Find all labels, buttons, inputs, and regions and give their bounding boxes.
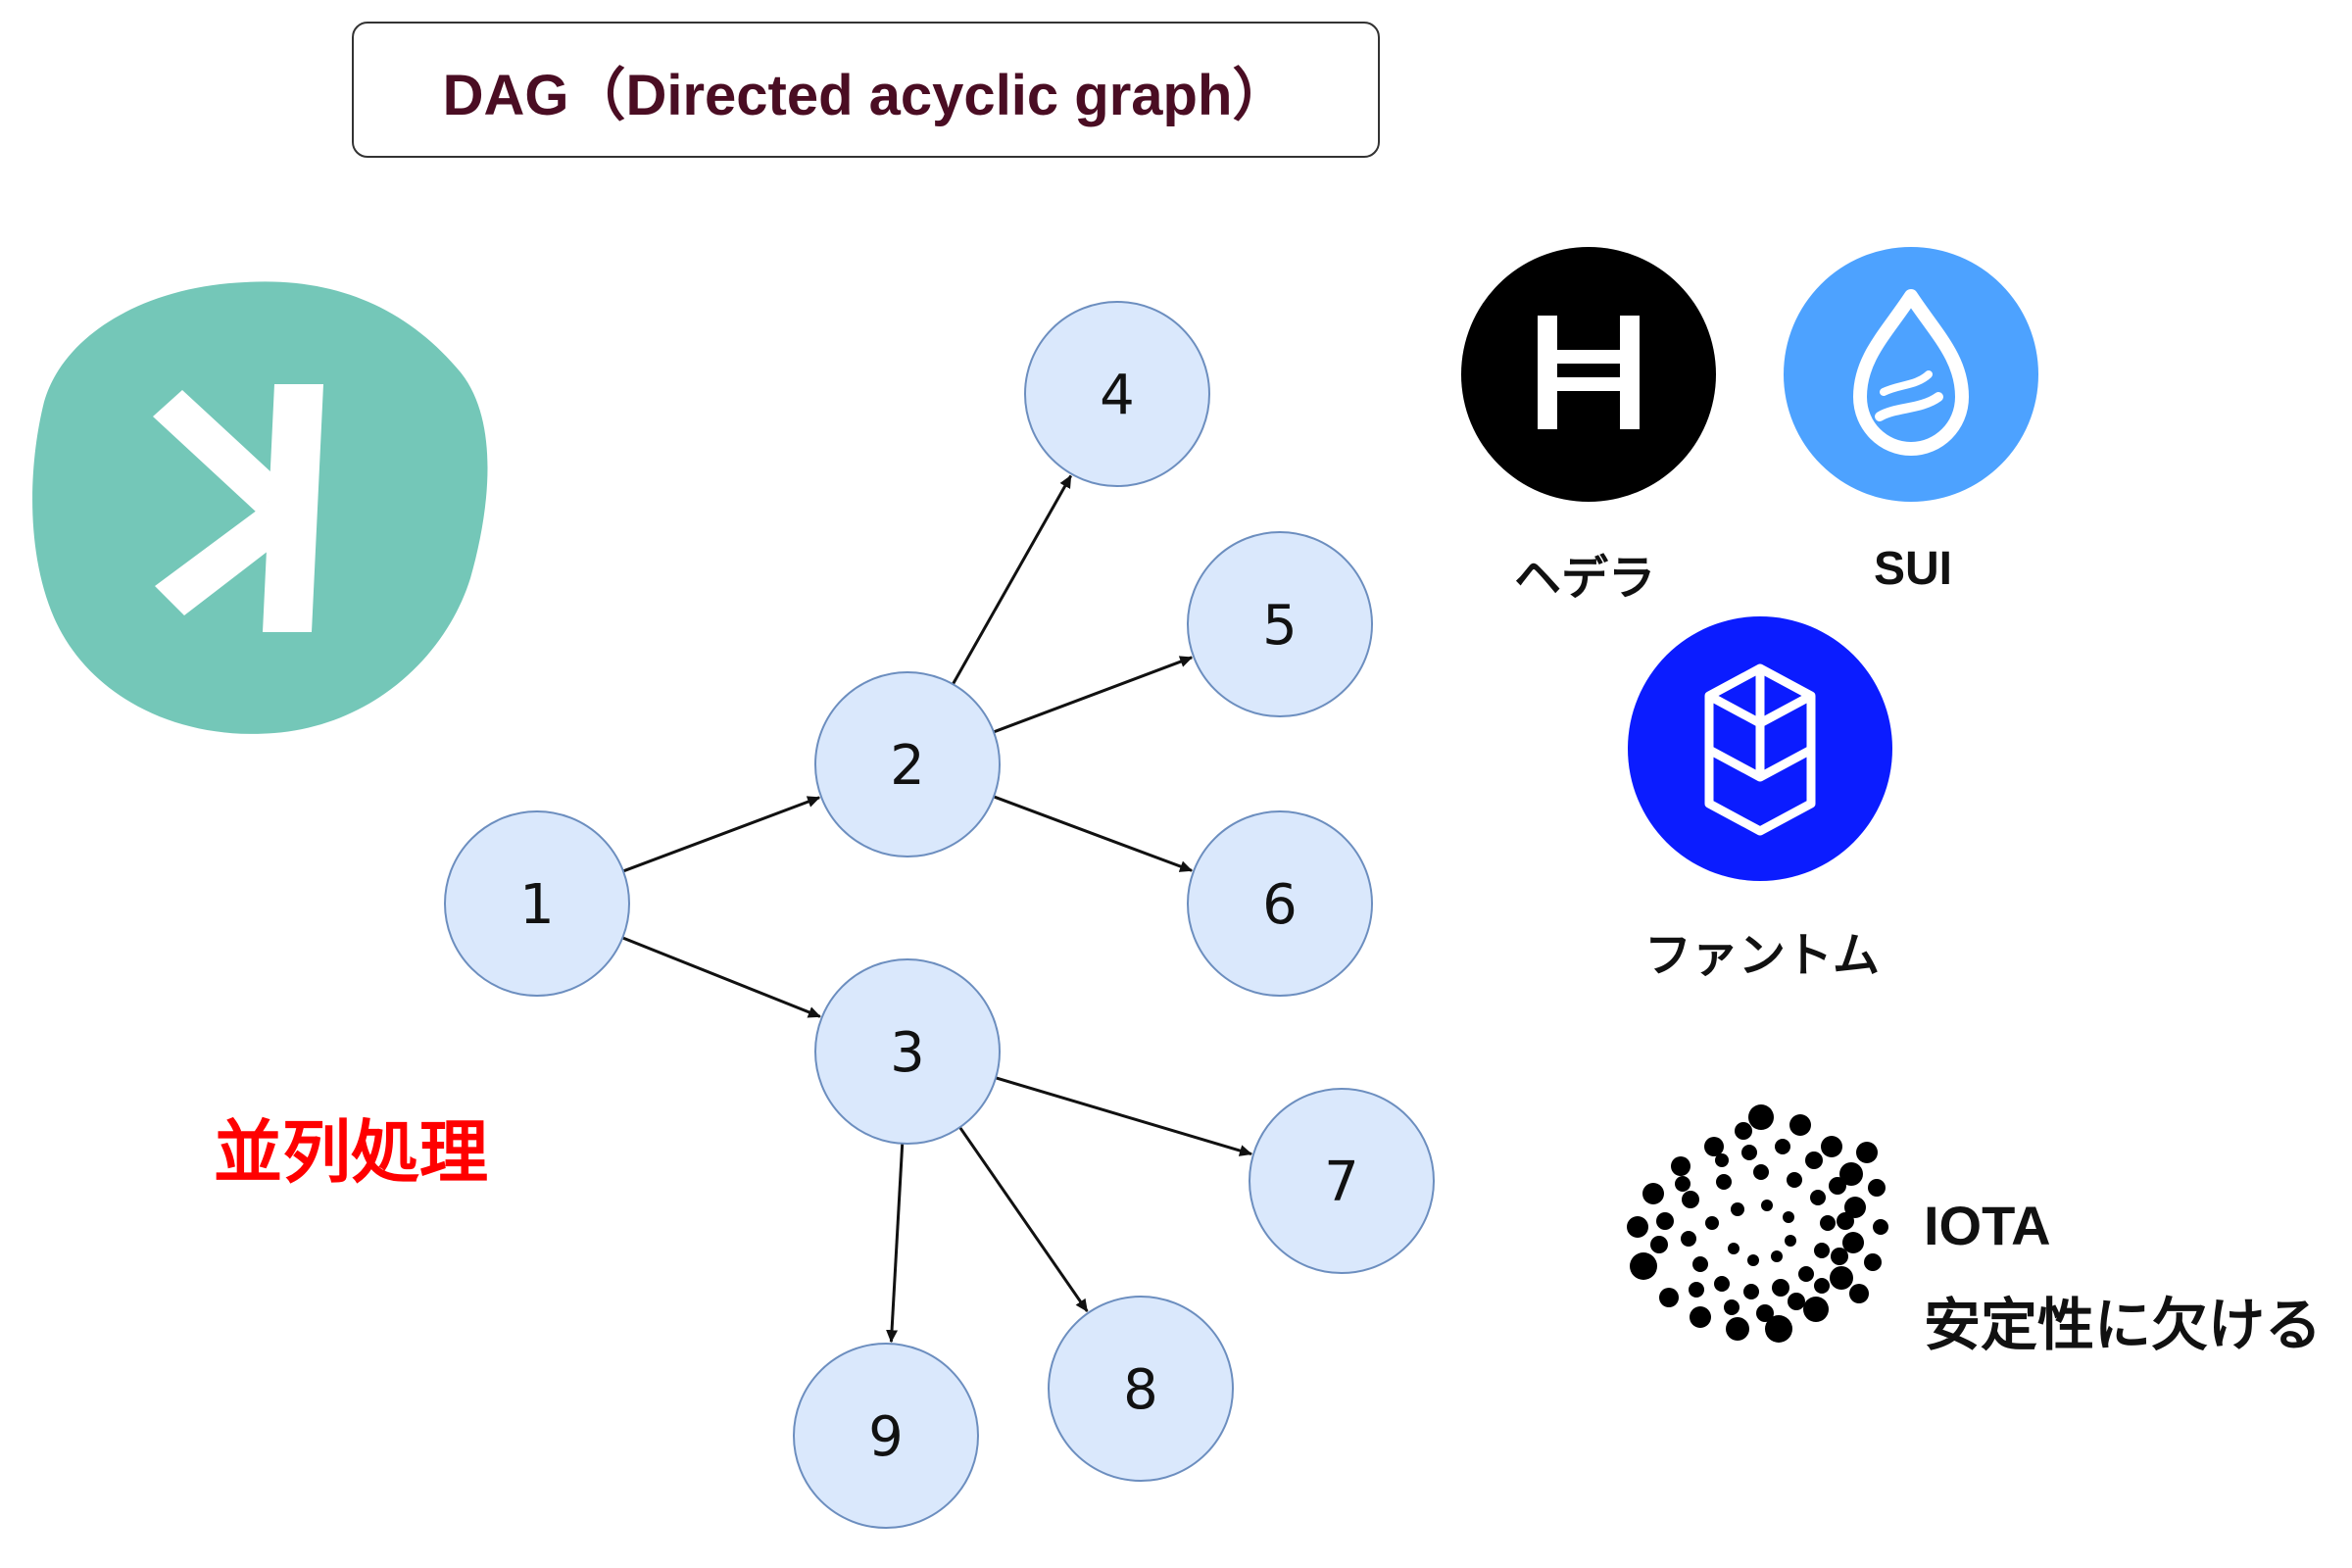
edge-2-6 — [993, 795, 1194, 872]
node-label: 5 — [1262, 594, 1298, 658]
iota-note: 安定性に欠ける — [1924, 1294, 2323, 1357]
fantom-logo-icon — [1628, 616, 1892, 881]
kaspa-logo-icon — [32, 281, 488, 734]
parallel-processing-label: 並列処理 — [214, 1114, 488, 1191]
node-label: 6 — [1262, 873, 1298, 937]
node-circle — [1024, 301, 1210, 487]
node-label: 2 — [890, 734, 925, 798]
edge-1-3 — [621, 936, 821, 1018]
node-label: 1 — [519, 873, 555, 937]
iota-label: IOTA — [1924, 1195, 2051, 1256]
graph-node-5: 5 — [1187, 531, 1373, 717]
node-circle — [814, 958, 1001, 1145]
node-label: 4 — [1100, 364, 1135, 427]
graph-node-1: 1 — [444, 810, 630, 997]
fantom-label: ファントム — [1644, 930, 1881, 982]
node-circle — [1187, 531, 1373, 717]
edge-2-5 — [993, 656, 1194, 734]
title-box: DAG（Directed acyclic graph） — [352, 22, 1380, 158]
graph-nodes: 1 2 3 4 5 6 7 8 9 — [444, 301, 1435, 1529]
node-circle — [793, 1343, 979, 1529]
iota-logo-icon — [1627, 1104, 1888, 1343]
node-circle — [1187, 810, 1373, 997]
sui-logo-icon — [1784, 247, 2038, 502]
graph-node-9: 9 — [793, 1343, 979, 1529]
graph-node-2: 2 — [814, 671, 1001, 858]
node-label: 7 — [1324, 1151, 1359, 1214]
diagram-title: DAG（Directed acyclic graph） — [442, 63, 1290, 127]
edge-2-4 — [952, 474, 1073, 685]
sui-label: SUI — [1874, 543, 1953, 595]
node-circle — [1048, 1296, 1234, 1482]
hedera-label: ヘデラ — [1514, 553, 1656, 605]
node-label: 9 — [868, 1405, 904, 1469]
graph-node-3: 3 — [814, 958, 1001, 1145]
graph-node-6: 6 — [1187, 810, 1373, 997]
node-circle — [814, 671, 1001, 858]
graph-node-4: 4 — [1024, 301, 1210, 487]
node-circle — [1249, 1088, 1435, 1274]
node-label: 3 — [890, 1021, 925, 1085]
graph-edges — [621, 474, 1252, 1344]
graph-node-8: 8 — [1048, 1296, 1234, 1482]
edge-3-8 — [958, 1126, 1089, 1312]
node-label: 8 — [1123, 1358, 1158, 1422]
hedera-logo-icon — [1461, 247, 1716, 502]
node-circle — [444, 810, 630, 997]
graph-node-7: 7 — [1249, 1088, 1435, 1274]
edge-3-7 — [995, 1076, 1252, 1156]
edge-3-9 — [886, 1143, 905, 1344]
edge-1-2 — [622, 796, 821, 873]
